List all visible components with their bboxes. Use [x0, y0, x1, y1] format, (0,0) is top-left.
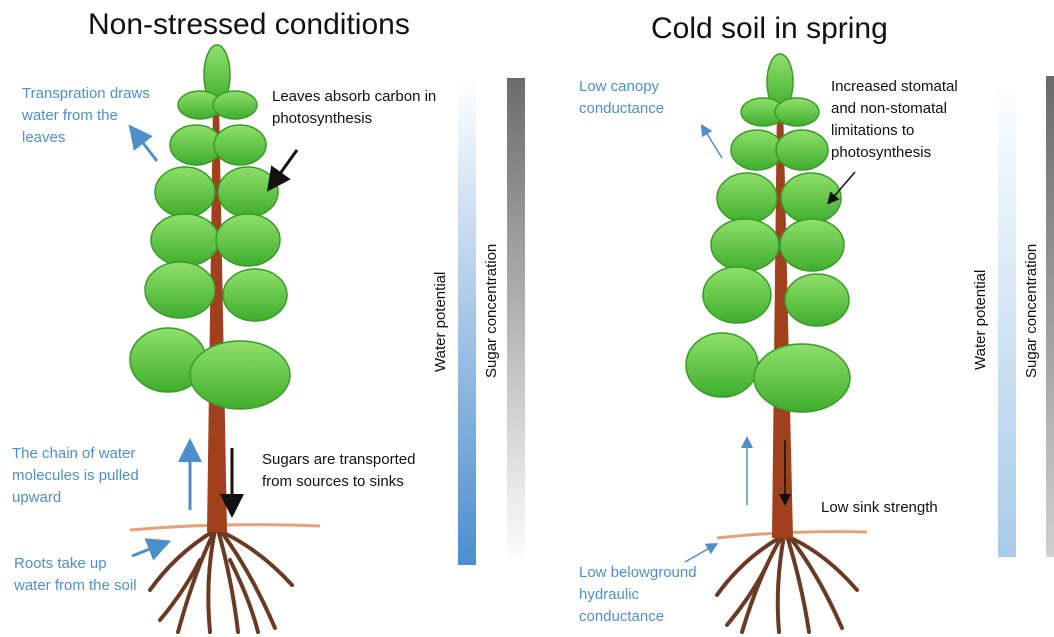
roots	[715, 534, 859, 634]
foliage	[685, 53, 851, 413]
stomatal-arrow	[827, 171, 856, 205]
water-chain-label: The chain of water molecules is pulled u…	[12, 445, 139, 506]
canopy-arrow	[700, 123, 723, 159]
sugar-concentration-axis-label: Sugar concentration	[483, 243, 500, 378]
tree-illustration	[128, 44, 321, 634]
trunk	[207, 100, 227, 532]
transpiration-label: Transpration draws water from the leaves	[22, 85, 150, 146]
root-uptake-arrow	[131, 538, 172, 561]
carbon-label: Leaves absorb carbon in photosynthesis	[272, 88, 437, 127]
trunk	[772, 100, 793, 538]
water-potential-axis-label: Water potential	[972, 269, 989, 370]
sugar-concentration-bar	[507, 78, 525, 565]
sugar-concentration-bar	[1046, 76, 1054, 557]
panel-title: Non-stressed conditions	[88, 8, 410, 41]
canopy-label: Low canopy conductance	[579, 78, 665, 117]
water-potential-axis-label: Water potential	[432, 271, 449, 372]
belowground-label: Low belowground hydraulic conductance	[579, 564, 697, 625]
sugar-transport-label: Sugars are transported from sources to s…	[262, 451, 416, 490]
belowground-arrow	[684, 543, 719, 563]
tree-illustration	[684, 53, 868, 634]
roots-uptake-label: Roots take up water from the soil	[14, 555, 137, 594]
sink-label: Low sink strength	[821, 499, 938, 516]
roots	[148, 528, 294, 634]
water-potential-bar	[998, 76, 1016, 557]
panel-title: Cold soil in spring	[651, 12, 888, 45]
panel-non-stressed: Non-stressed conditions	[12, 8, 525, 634]
sugar-concentration-axis-label: Sugar concentration	[1023, 243, 1040, 378]
foliage	[129, 44, 291, 410]
transpiration-arrow	[128, 124, 159, 162]
stomatal-label: Increased stomatal and non-stomatal limi…	[831, 78, 958, 161]
panel-cold-soil: Cold soil in spring	[527, 0, 1054, 637]
carbon-arrow	[266, 149, 299, 192]
water-potential-bar	[458, 78, 476, 565]
